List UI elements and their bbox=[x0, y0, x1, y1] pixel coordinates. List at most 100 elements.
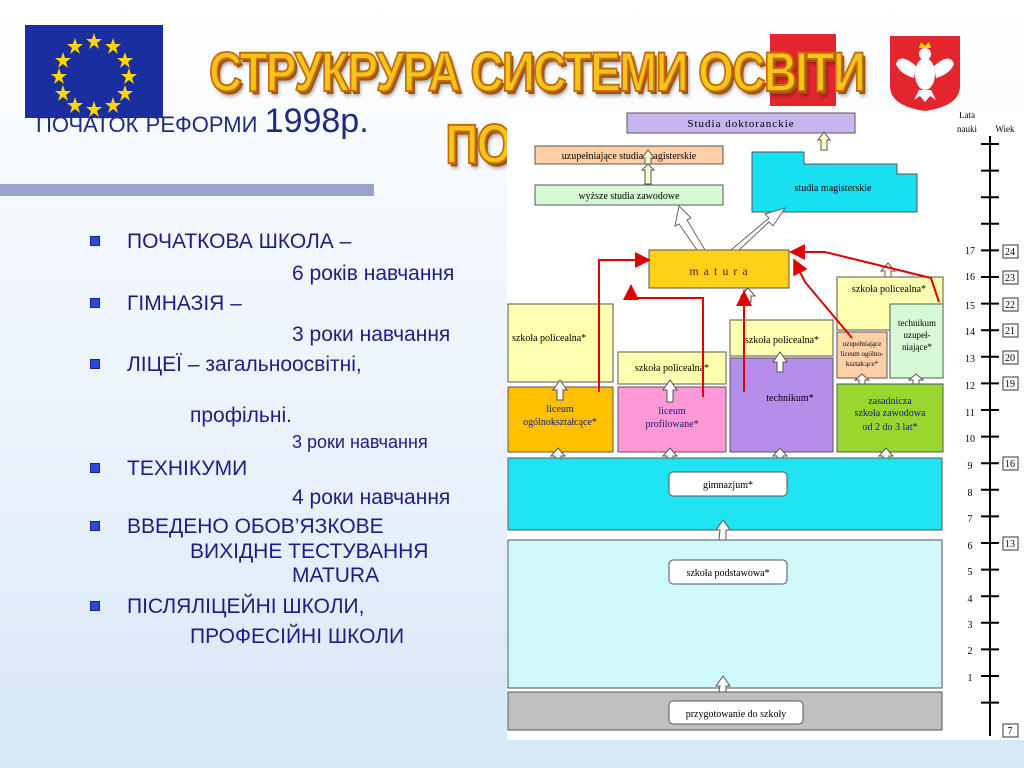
year-7: 7 bbox=[968, 514, 973, 525]
arrow-up-icon bbox=[640, 163, 656, 185]
age-box bbox=[1002, 536, 1019, 551]
bullet-postsecondary: ПІСЛЯЛІЦЕЙНІ ШКОЛИ, bbox=[127, 595, 365, 618]
label-supp-technikum-1: technikum bbox=[898, 318, 936, 328]
arrow-up-icon bbox=[817, 131, 831, 151]
label-higher-vocational: wyższe studia zawodowe bbox=[578, 191, 680, 202]
year-12: 12 bbox=[965, 381, 975, 392]
red-arrow-supp-technikum bbox=[789, 244, 940, 303]
label-post-secondary-3: szkoła policealna* bbox=[745, 335, 819, 346]
bullet-technikum: ТЕХНІКУМИ bbox=[127, 457, 248, 480]
box-post-secondary-3 bbox=[729, 319, 834, 357]
label-matura: m a t u r a bbox=[689, 264, 748, 278]
box-post-secondary-2 bbox=[617, 351, 727, 385]
bullet-matura-line3: MATURA bbox=[292, 564, 380, 587]
age-22: 22 bbox=[1005, 300, 1015, 311]
year-2: 2 bbox=[968, 646, 973, 657]
poland-flag bbox=[770, 34, 836, 106]
red-arrow-supp-lyceum bbox=[793, 258, 853, 339]
subtitle: ПОЧАТОК РЕФОРМИ 1998р. bbox=[36, 102, 369, 142]
bullet-lyceum: ЛІЦЕЇ – загальноосвітні, bbox=[127, 353, 362, 376]
bullet-gymnasium-duration: 3 роки навчання bbox=[292, 323, 451, 346]
year-6: 6 bbox=[968, 541, 973, 552]
red-arrow-general-lyceum bbox=[598, 252, 651, 392]
age-24: 24 bbox=[1005, 247, 1015, 258]
label-general-lyceum-1: liceum bbox=[546, 404, 573, 415]
eu-flag bbox=[25, 25, 163, 118]
label-supp-technikum-3: niające* bbox=[902, 342, 932, 352]
age-19: 19 bbox=[1005, 379, 1015, 390]
education-structure-diagram: Studia doktoranckie uzupełniające studia… bbox=[507, 112, 1024, 740]
arrow-up-icon bbox=[853, 373, 871, 385]
age-box bbox=[1002, 723, 1019, 738]
label-vocational-1: zasadnicza bbox=[868, 396, 912, 407]
year-1: 1 bbox=[968, 673, 973, 684]
arrow-up-icon bbox=[907, 373, 925, 385]
poland-eagle-emblem-icon bbox=[886, 34, 964, 112]
label-post-secondary-2: szkoła policealna* bbox=[635, 363, 709, 374]
bullet-icon bbox=[90, 463, 100, 473]
bullet-gymnasium: ГІМНАЗІЯ – bbox=[127, 292, 242, 315]
label-gimnazjum: gimnazjum* bbox=[703, 480, 753, 491]
bullet-matura: ВВЕДЕНО ОБОВ’ЯЗКОВЕ bbox=[127, 515, 384, 538]
bullet-icon bbox=[90, 601, 100, 611]
year-14: 14 bbox=[965, 327, 975, 338]
box-higher-vocational bbox=[534, 184, 724, 206]
bullet-icon bbox=[90, 298, 100, 308]
label-profiled-lyceum-1: liceum bbox=[658, 406, 685, 417]
box-supp-lyceum bbox=[836, 331, 888, 379]
label-vocational-2: szkoła zawodowa bbox=[855, 408, 926, 419]
year-16: 16 bbox=[965, 272, 975, 283]
year-8: 8 bbox=[968, 488, 973, 499]
arrow-up-left-icon bbox=[674, 204, 706, 251]
bullet-icon bbox=[90, 521, 100, 531]
bullet-primary-school: ПОЧАТКОВА ШКОЛА – bbox=[127, 230, 352, 253]
year-17: 17 bbox=[965, 246, 975, 257]
bullet-icon bbox=[90, 359, 100, 369]
box-post-secondary-1 bbox=[507, 303, 614, 383]
years-label-1: Lata bbox=[959, 112, 975, 120]
label-primary-school: szkoła podstawowa* bbox=[686, 568, 769, 579]
age-box bbox=[1002, 323, 1019, 338]
year-13: 13 bbox=[965, 354, 975, 365]
arrow-up-icon bbox=[715, 675, 731, 693]
label-supp-master: uzupełniające studia magisterskie bbox=[562, 151, 697, 162]
label-profiled-lyceum-2: profilowane* bbox=[645, 419, 698, 430]
arrow-up-icon bbox=[715, 519, 731, 541]
arrow-up-icon bbox=[552, 379, 568, 401]
label-supp-lyceum-1: uzupełniające bbox=[843, 340, 881, 348]
label-doctoral: Studia doktoranckie bbox=[687, 118, 794, 130]
year-3: 3 bbox=[968, 620, 973, 631]
arrow-up-icon bbox=[879, 262, 897, 278]
age-13: 13 bbox=[1005, 539, 1015, 550]
label-technikum: technikum* bbox=[766, 393, 813, 404]
box-master bbox=[751, 151, 918, 213]
subtitle-word-start: ПОЧАТОК bbox=[36, 112, 139, 137]
age-label: Wiek bbox=[995, 124, 1015, 134]
age-box bbox=[1002, 350, 1019, 365]
box-supp-master bbox=[534, 145, 724, 165]
red-arrow-profiled-lyceum bbox=[623, 284, 704, 397]
years-label-2: nauki bbox=[957, 124, 977, 134]
eu-stars-icon bbox=[51, 33, 137, 117]
year-15: 15 bbox=[965, 301, 975, 312]
label-vocational-3: od 2 do 3 lat* bbox=[863, 422, 918, 433]
year-9: 9 bbox=[968, 461, 973, 472]
label-post-secondary-4: szkoła policealna* bbox=[852, 284, 926, 295]
box-matura bbox=[648, 249, 790, 289]
age-7: 7 bbox=[1008, 726, 1013, 737]
age-box bbox=[1002, 297, 1019, 312]
label-preschool: przygotowanie do szkoły bbox=[686, 709, 787, 720]
age-box bbox=[1002, 244, 1019, 259]
age-box bbox=[1002, 456, 1019, 471]
label-supp-lyceum-2: liceum ogólno- bbox=[841, 350, 884, 358]
bullet-icon bbox=[90, 236, 100, 246]
arrow-up-icon bbox=[772, 351, 788, 373]
year-10: 10 bbox=[965, 434, 975, 445]
bullet-technikum-duration: 4 роки навчання bbox=[292, 486, 451, 509]
divider-bar bbox=[0, 184, 374, 196]
age-20: 20 bbox=[1005, 353, 1015, 364]
age-16: 16 bbox=[1005, 459, 1015, 470]
preschool-label-box bbox=[668, 700, 804, 725]
primary-label-box bbox=[668, 559, 788, 585]
bullet-postsecondary-line2: ПРОФЕСІЙНІ ШКОЛИ bbox=[190, 625, 405, 648]
